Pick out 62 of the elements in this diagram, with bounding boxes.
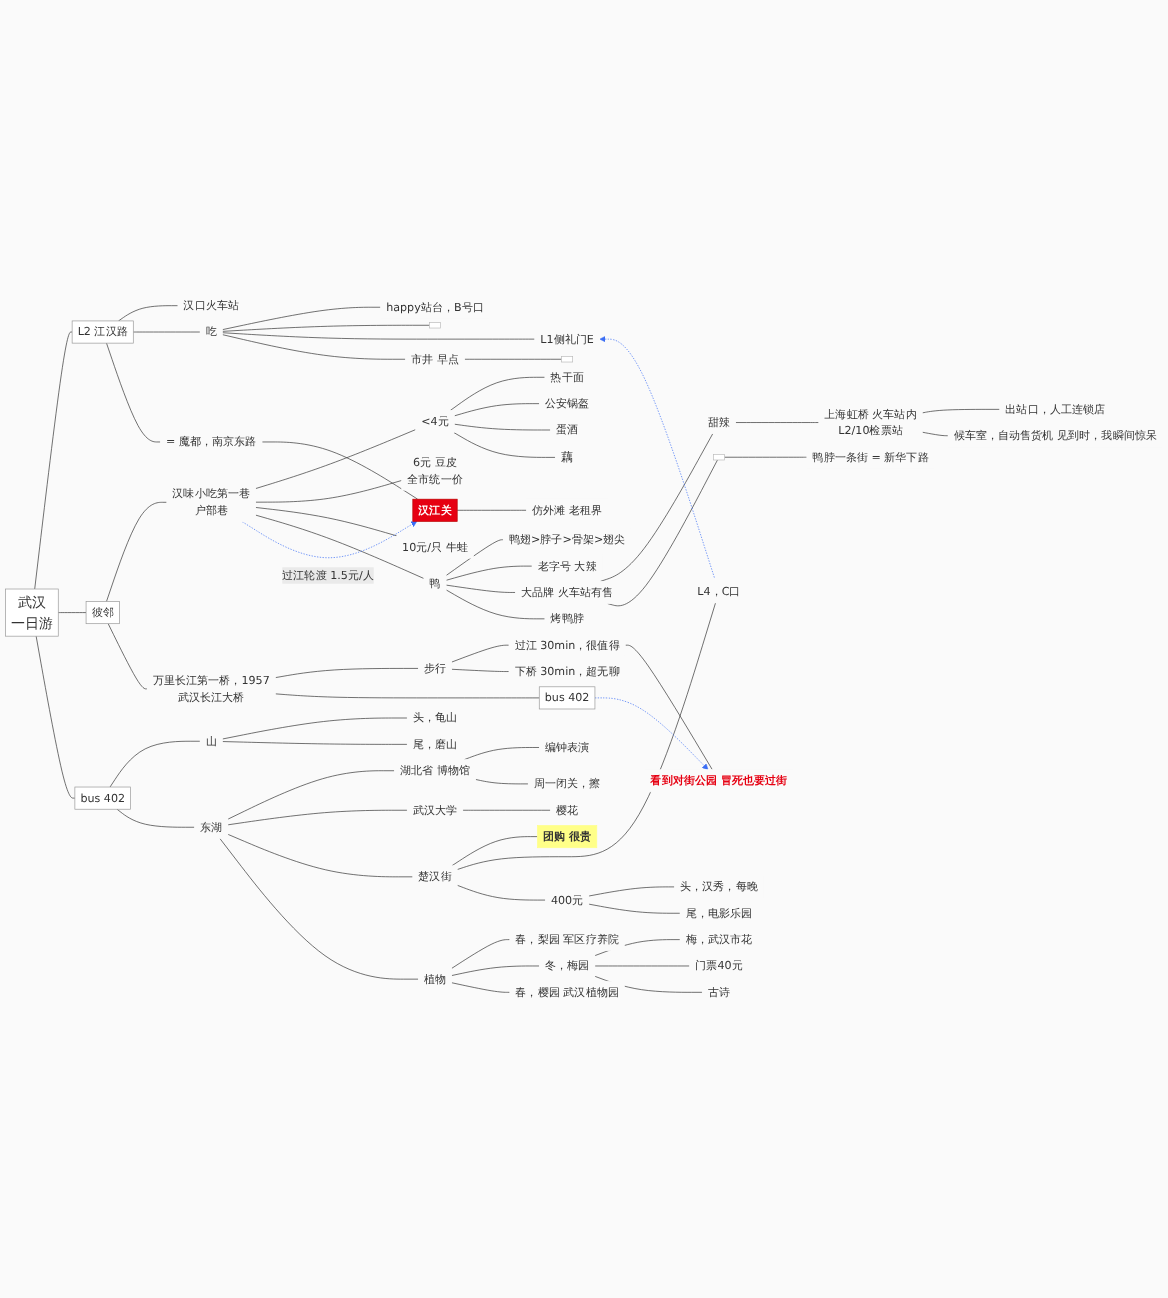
connector	[451, 939, 511, 969]
connector	[261, 441, 418, 500]
connector	[456, 884, 546, 901]
connector	[607, 459, 718, 607]
node-box	[74, 786, 131, 810]
connector	[445, 589, 546, 620]
connector	[451, 836, 538, 867]
connector	[451, 668, 510, 672]
connector	[463, 747, 540, 760]
connector	[588, 886, 675, 897]
connector	[222, 334, 406, 360]
connector	[453, 403, 540, 417]
connector	[921, 431, 949, 437]
connector	[735, 422, 820, 423]
connector	[118, 305, 179, 322]
connector	[227, 833, 414, 878]
connector	[227, 770, 395, 820]
connector	[450, 376, 546, 411]
connector	[600, 433, 714, 582]
connector	[106, 501, 168, 602]
connector	[453, 432, 556, 458]
node-box	[71, 320, 134, 344]
node-box	[537, 825, 598, 849]
connector	[255, 480, 403, 503]
connector	[34, 331, 73, 590]
connector	[109, 740, 201, 788]
node-box	[713, 454, 725, 461]
connector	[227, 809, 408, 826]
connector	[921, 409, 1001, 414]
connector	[624, 644, 713, 771]
connector	[222, 324, 430, 332]
connector	[222, 332, 536, 340]
connector	[445, 584, 516, 593]
connector	[106, 342, 161, 443]
connector	[219, 838, 419, 980]
connector	[445, 565, 533, 581]
connector	[222, 717, 408, 740]
connector	[222, 306, 381, 330]
connector	[453, 423, 551, 431]
connector	[35, 635, 76, 799]
node-box	[85, 601, 120, 625]
connector	[274, 668, 419, 678]
connector	[451, 644, 510, 663]
connector	[475, 779, 529, 785]
connector	[222, 741, 408, 745]
connector	[255, 514, 425, 579]
node-box	[5, 588, 59, 637]
node-box	[412, 498, 458, 522]
connector	[255, 429, 417, 489]
connector	[57, 612, 87, 613]
connector	[451, 982, 511, 993]
connector	[451, 965, 540, 976]
node-box	[561, 356, 573, 363]
connector	[456, 602, 716, 870]
connector	[255, 507, 398, 537]
connector	[116, 808, 195, 828]
node-box	[429, 322, 441, 329]
node-box	[538, 686, 596, 710]
connector	[274, 693, 540, 699]
connector	[107, 623, 148, 690]
connector	[588, 903, 681, 914]
connector	[445, 539, 504, 576]
